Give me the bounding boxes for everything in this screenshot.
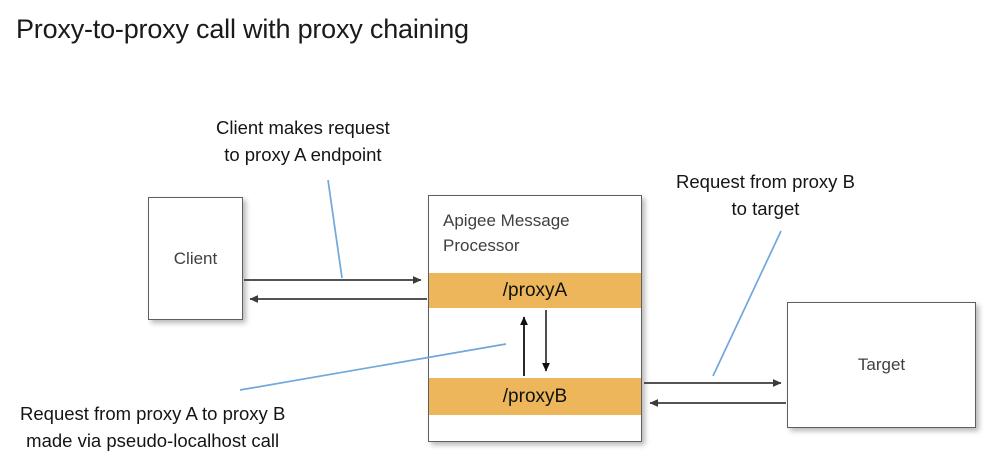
callout-proxyb-target-line-2: to target (731, 198, 800, 219)
leader-line-proxyb-target (712, 230, 782, 377)
callout-proxy-chain: Request from proxy A to proxy B made via… (20, 400, 285, 454)
message-processor-title-line-1: Apigee Message (443, 211, 570, 230)
callout-proxyb-target: Request from proxy B to target (676, 168, 855, 222)
callout-client-request: Client makes request to proxy A endpoint (216, 114, 390, 168)
leader-line-client-request (327, 179, 343, 279)
node-message-processor[interactable]: Apigee Message Processor /proxyA /proxyB (428, 195, 642, 442)
callout-proxyb-target-line-1: Request from proxy B (676, 171, 855, 192)
callout-proxy-chain-line-2: made via pseudo-localhost call (26, 430, 280, 451)
proxy-band-proxyb-label: /proxyB (502, 385, 568, 407)
proxy-band-proxya[interactable]: /proxyA (429, 273, 641, 308)
node-client[interactable]: Client (148, 197, 243, 320)
node-target[interactable]: Target (787, 302, 976, 428)
message-processor-title: Apigee Message Processor (443, 208, 633, 258)
proxy-band-proxyb[interactable]: /proxyB (429, 378, 641, 415)
callout-proxy-chain-line-1: Request from proxy A to proxy B (20, 403, 286, 424)
node-client-label: Client (173, 248, 218, 268)
page-title: Proxy-to-proxy call with proxy chaining (16, 14, 469, 44)
callout-client-request-line-1: Client makes request (216, 117, 390, 138)
callout-client-request-line-2: to proxy A endpoint (224, 144, 382, 165)
proxy-band-proxya-label: /proxyA (502, 279, 568, 301)
node-target-label: Target (857, 355, 906, 374)
message-processor-title-line-2: Processor (443, 236, 520, 255)
